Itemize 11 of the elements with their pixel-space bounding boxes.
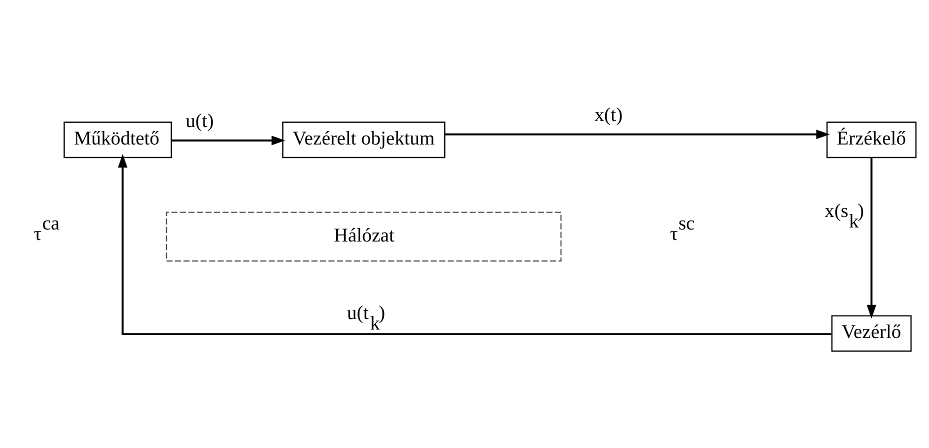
node-box: Vezérlő bbox=[831, 314, 912, 352]
arrow bbox=[118, 153, 832, 335]
node-box: Működtető bbox=[64, 121, 172, 158]
edge-label: x(t) bbox=[594, 104, 623, 126]
edge-label: u(t) bbox=[186, 110, 214, 132]
arrow bbox=[866, 157, 876, 318]
arrow bbox=[444, 129, 830, 139]
node-box: Vezérelt objektum bbox=[282, 121, 446, 158]
arrow bbox=[172, 135, 286, 145]
node-box: Hálózat bbox=[166, 211, 562, 262]
node-box: Érzékelő bbox=[826, 121, 917, 158]
